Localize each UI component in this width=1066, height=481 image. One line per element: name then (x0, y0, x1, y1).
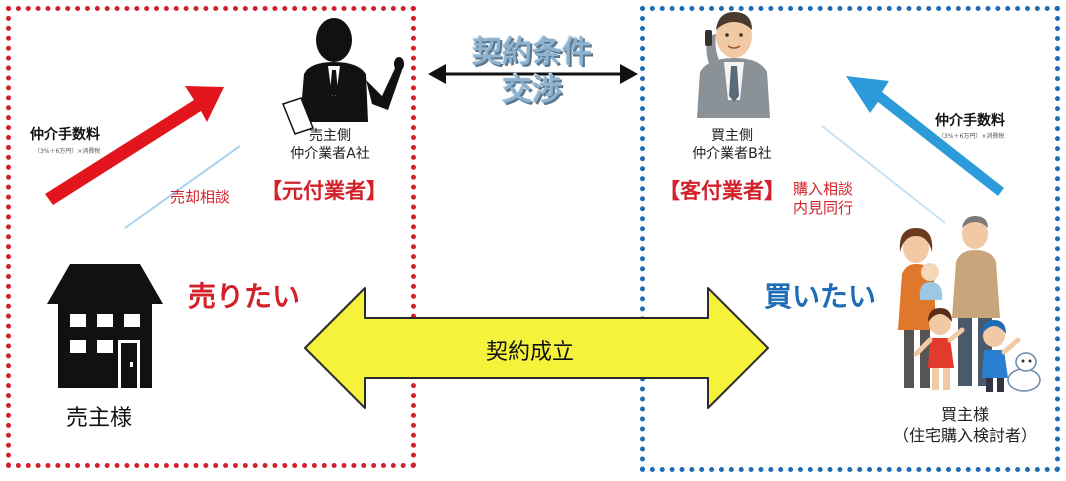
buyer-agent-company: 仲介業者B社 (692, 146, 772, 162)
seller-agent-label: 売主側 仲介業者A社 (270, 127, 390, 163)
seller-fee-label: 仲介手数料 (30, 127, 100, 143)
negotiation-title: 契約条件 交渉 (462, 34, 602, 110)
buyer-consult-line-1: 購入相談 (793, 180, 854, 198)
seller-fee-note: （3%＋6万円）×消費税 (34, 148, 101, 155)
buyer-consult-line-2: 内見同行 (793, 199, 854, 217)
house-icon (47, 264, 163, 388)
seller-agent-bracket: 【元付業者】 (261, 179, 387, 203)
contract-arrow (304, 287, 769, 409)
family-icon (898, 216, 1041, 392)
seller-name: 売主様 (66, 406, 133, 431)
buyer-fee-label: 仲介手数料 (935, 113, 1005, 129)
seller-fee-arrow (45, 86, 224, 205)
buyer-want-label: 買いたい (764, 280, 877, 313)
seller-want-label: 売りたい (188, 280, 301, 313)
buyer-consult-label: 購入相談 内見同行 (793, 180, 853, 218)
seller-agent-company: 仲介業者A社 (290, 146, 370, 162)
contract-label: 契約成立 (486, 340, 575, 365)
buyer-fee-arrow (846, 76, 1004, 196)
buyer-name: 買主様 (940, 405, 989, 424)
seller-agent-icon (282, 18, 404, 135)
buyer-name-block: 買主様 （住宅購入検討者） (880, 404, 1050, 446)
buyer-agent-icon (697, 12, 770, 118)
buyer-side-frame (640, 6, 1060, 472)
buyer-agent-label: 買主側 仲介業者B社 (672, 127, 792, 163)
seller-agent-role: 売主側 (309, 128, 351, 144)
negotiation-line-1: 契約条件 (472, 35, 592, 70)
buyer-agent-role: 買主側 (711, 128, 753, 144)
buyer-consult-line (821, 125, 946, 224)
buyer-subtitle: （住宅購入検討者） (892, 426, 1037, 445)
buyer-agent-bracket: 【客付業者】 (659, 179, 785, 203)
seller-consult-label: 売却相談 (170, 188, 231, 206)
negotiation-line-2: 交渉 (502, 73, 562, 108)
negotiation-arrow (428, 64, 638, 84)
buyer-fee-note: （3%＋6万円）×消費税 (938, 133, 1005, 140)
seller-consult-line (124, 145, 241, 229)
seller-side-frame (6, 6, 416, 468)
